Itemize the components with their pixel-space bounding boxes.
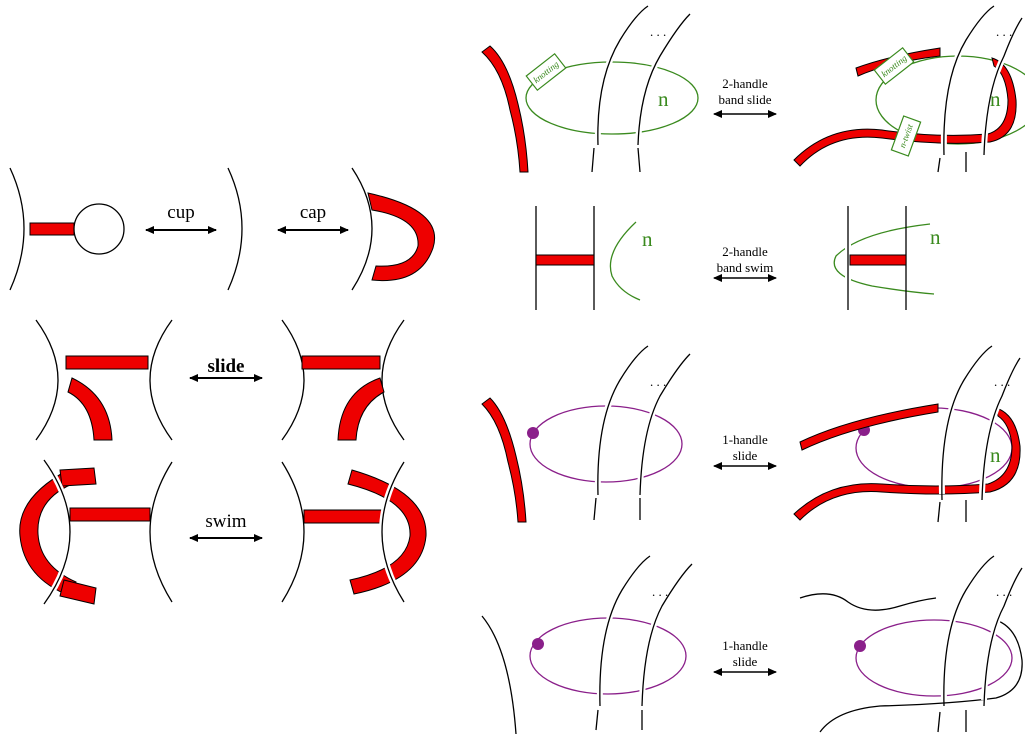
n-twist-box <box>890 115 922 157</box>
band-slide-after-n: n <box>990 87 1001 111</box>
one-handle-strand-2 <box>639 353 691 496</box>
knotting-box-after <box>873 46 915 86</box>
one-handle-after-dot-2 <box>854 640 866 652</box>
slide-left-arc-2 <box>149 319 173 441</box>
band-swim-before: n <box>535 206 653 310</box>
one-handle-after-dots: . . . <box>994 374 1010 389</box>
slide-right-arc-1 <box>281 319 305 441</box>
one-handle-after-strand-5 <box>943 555 995 707</box>
band-swim-n: n <box>642 227 653 251</box>
swim-right-arc-2 <box>381 461 405 603</box>
cup-left-arc <box>9 167 25 291</box>
band-slide-before: . . . knotting n <box>481 3 699 173</box>
swim-left-band-bottom <box>59 579 97 605</box>
slide-label: slide <box>208 356 245 377</box>
one-handle-after-dots-2: . . . <box>996 584 1012 599</box>
slide-left-band <box>65 355 149 370</box>
one-handle-dots-2: . . . <box>652 584 668 599</box>
swim-left-arc-2 <box>149 461 173 603</box>
slide-right-band <box>301 355 381 370</box>
one-handle-band-left <box>481 397 527 523</box>
band-slide-after-dots: . . . <box>996 24 1012 39</box>
band-slide-after: . . . knotting n-twist n <box>793 3 1025 173</box>
one-handle-label-2a: 1-handle <box>722 638 768 653</box>
one-handle-strand-after: . . . <box>799 553 1025 733</box>
band-slide-after-strand-1 <box>943 5 995 156</box>
swim-move: swim <box>19 458 427 606</box>
band-slide-strand-1 <box>597 5 649 146</box>
one-handle-label-1a: 1-handle <box>722 432 768 447</box>
one-handle-band-after: . . . n <box>793 343 1023 523</box>
band-slide-label-2: band slide <box>718 92 771 107</box>
cup-circle <box>73 203 125 255</box>
one-handle-after-strand-2 <box>981 357 1021 501</box>
one-handle-dots-1: . . . <box>650 374 666 389</box>
one-handle-after-strand-6 <box>983 567 1023 707</box>
slide-move: slide <box>35 319 405 441</box>
band-slide-strand-2 <box>637 13 691 146</box>
swim-right-arc-1 <box>281 461 305 603</box>
band-slide-dots: . . . <box>650 24 666 39</box>
one-handle-label-1b: slide <box>733 448 758 463</box>
swim-left-band-top <box>59 467 97 487</box>
band-swim-after-n: n <box>930 225 941 249</box>
slide-right-strand <box>337 377 385 441</box>
one-handle-band-before: . . . <box>481 343 693 523</box>
one-handle-after-purple-2 <box>855 619 1013 697</box>
band-swim-label-1: 2-handle <box>722 244 768 259</box>
one-handle-plain-strand <box>481 615 517 735</box>
one-handle-dot-2 <box>532 638 544 650</box>
one-handle-strand-before: . . . <box>481 553 695 735</box>
swim-right-band-arc <box>347 469 427 595</box>
band-slide-band-left <box>481 45 529 173</box>
band-swim-green <box>609 221 641 301</box>
one-handle-after-strand-1 <box>941 345 993 501</box>
swim-right-band <box>303 509 385 524</box>
band-slide-label-1: 2-handle <box>722 76 768 91</box>
one-handle-after-strand-top <box>799 593 937 611</box>
knotting-box <box>525 52 567 92</box>
swim-left-arc-1 <box>43 459 71 605</box>
band-swim-label-2: band swim <box>717 260 774 275</box>
slide-right-arc-2 <box>381 319 405 441</box>
cup-right-arc <box>227 167 243 291</box>
one-handle-strand-4 <box>641 563 693 707</box>
swim-left-band <box>69 507 151 522</box>
band-slide-n: n <box>658 87 669 111</box>
cap-arc <box>351 167 373 291</box>
band-swim-after-band <box>849 254 907 266</box>
cup-move: cup <box>9 167 243 291</box>
cup-label: cup <box>167 202 194 223</box>
swim-label: swim <box>205 511 246 532</box>
one-handle-strand-1 <box>597 345 649 496</box>
one-handle-strand-3 <box>599 555 651 707</box>
one-handle-dot-1 <box>527 427 539 439</box>
one-handle-after-strand-bottom <box>819 619 1023 733</box>
one-handle-after-band-top <box>799 403 939 451</box>
one-handle-after-n: n <box>990 443 1001 467</box>
cap-move: cap <box>277 167 435 291</box>
band-swim-after-green <box>833 223 935 295</box>
cap-band <box>367 192 435 282</box>
band-swim-after: n <box>833 206 941 310</box>
band-swim-band <box>535 254 595 266</box>
slide-left-arc-1 <box>35 319 59 441</box>
band-slide-after-strand-2 <box>983 17 1023 156</box>
one-handle-label-2b: slide <box>733 654 758 669</box>
slide-left-strand <box>67 377 113 441</box>
cup-band <box>29 222 75 236</box>
cap-label: cap <box>300 202 326 223</box>
